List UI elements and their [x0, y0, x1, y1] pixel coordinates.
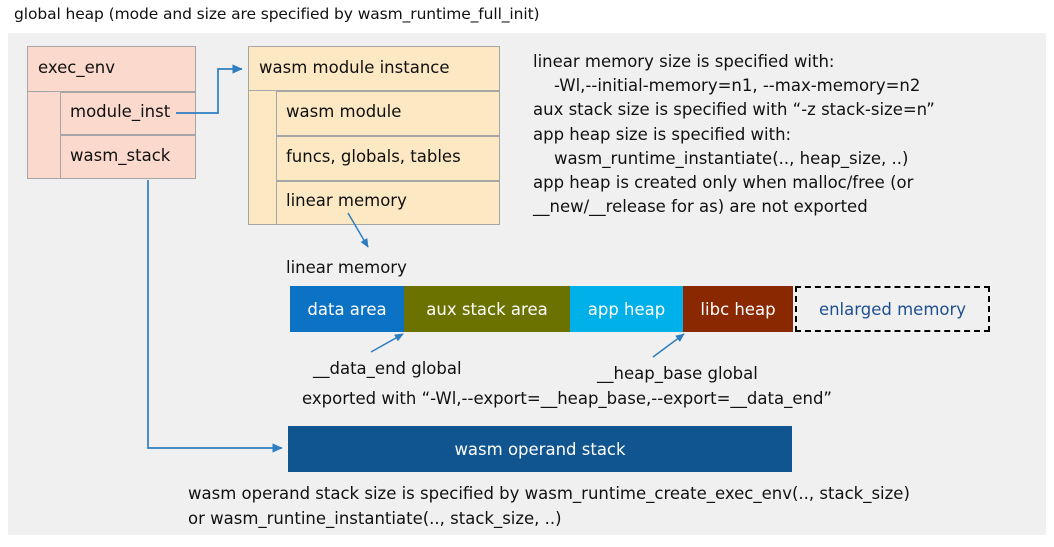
wasm-module-label: wasm module — [286, 102, 402, 121]
memory-segment-label-aux-stack-area: aux stack area — [426, 299, 548, 319]
wasm-operand-stack-label: wasm operand stack — [454, 439, 626, 459]
memory-segment-label-data-area: data area — [307, 299, 387, 319]
heap-base-annotation: __heap_base global — [597, 364, 758, 383]
exec-env-label: exec_env — [38, 58, 115, 77]
exported-with-annotation: exported with “-Wl,--export=__heap_base,… — [302, 389, 832, 408]
linear-memory-label: linear memory — [286, 191, 407, 210]
funcs-globals-tables-label: funcs, globals, tables — [286, 147, 461, 166]
wasm-module-row — [276, 91, 500, 136]
memory-segment-aux-stack-area: aux stack area — [404, 286, 570, 332]
memory-segment-enlarged-memory: enlarged memory — [795, 286, 990, 332]
linear-memory-bar: data area aux stack area app heap libc heap… — [290, 286, 990, 332]
note-line-2: aux stack size is specified with “-z sta… — [533, 100, 935, 120]
note-line-5: app heap is created only when malloc/fre… — [533, 173, 914, 193]
bottom-note-line-0: wasm operand stack size is specified by … — [188, 484, 910, 503]
operand-stack-notes: wasm operand stack size is specified by … — [188, 481, 1028, 531]
module-inst-label: module_inst — [70, 102, 171, 121]
note-line-3: app heap size is specified with: — [533, 124, 792, 144]
wasm-module-instance-label: wasm module instance — [259, 58, 450, 77]
wasm-operand-stack-box: wasm operand stack — [288, 426, 792, 472]
memory-segment-data-area: data area — [290, 286, 404, 332]
memory-segment-app-heap: app heap — [570, 286, 683, 332]
wasm-module-instance-header-row — [248, 46, 500, 91]
bottom-note-line-1: or wasm_runtine_instantiate(.., stack_si… — [188, 509, 562, 528]
memory-segment-label-libc-heap: libc heap — [700, 299, 776, 319]
note-line-6: __new/__release for as) are not exported — [533, 197, 868, 217]
linear-memory-row — [276, 181, 500, 225]
note-line-0: linear memory size is specified with: — [533, 52, 835, 71]
linear-memory-notes: linear memory size is specified with: -W… — [533, 50, 1038, 219]
memory-segment-label-app-heap: app heap — [587, 299, 666, 319]
module-inst-row — [60, 92, 196, 135]
note-line-4: wasm_runtime_instantiate(.., heap_size, … — [533, 148, 909, 168]
exec-env-header-row — [27, 46, 196, 92]
memory-segment-libc-heap: libc heap — [683, 286, 793, 332]
funcs-globals-tables-row — [276, 136, 500, 181]
memory-segment-label-enlarged-memory: enlarged memory — [818, 299, 967, 319]
wasm-stack-row — [60, 135, 196, 179]
note-line-1: -Wl,--initial-memory=n1, --max-memory=n2 — [533, 76, 921, 96]
page-title: global heap (mode and size are specified… — [14, 5, 540, 23]
memory-bar-caption: linear memory — [286, 258, 407, 277]
wasm-stack-label: wasm_stack — [70, 146, 171, 165]
data-end-annotation: __data_end global — [313, 359, 462, 378]
